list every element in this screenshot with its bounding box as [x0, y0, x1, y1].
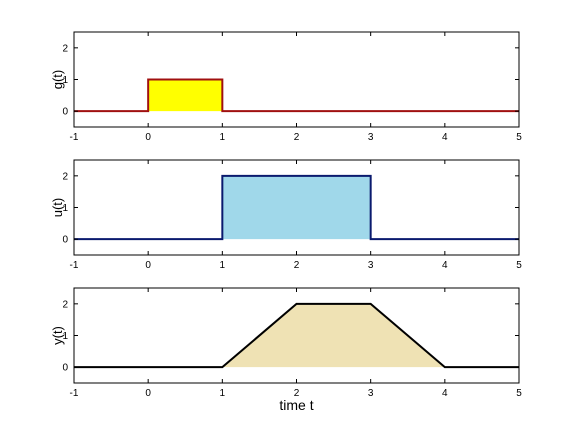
- y-tick-label: 1: [62, 203, 68, 214]
- x-tick-label: 4: [442, 132, 448, 143]
- x-tick-label: 4: [442, 388, 448, 399]
- x-tick-label: -1: [70, 388, 79, 399]
- x-tick-label: 5: [516, 260, 522, 271]
- x-tick-label: 1: [220, 132, 226, 143]
- y-tick-label: 0: [62, 363, 68, 374]
- y-axis-label: g(t): [50, 70, 65, 90]
- x-tick-label: -1: [70, 132, 79, 143]
- subplot-1: -1 0 1 2 3 4 5 0 1 2 g(t): [50, 31, 522, 143]
- x-tick-label: 2: [294, 260, 300, 271]
- x-tick-label: 0: [145, 260, 151, 271]
- x-tick-label: 5: [516, 132, 522, 143]
- series-fill-2: [222, 175, 371, 240]
- series-fill-1: [148, 79, 223, 112]
- x-tick-label: 3: [368, 388, 374, 399]
- x-tick-label: 4: [442, 260, 448, 271]
- x-tick-label: 2: [294, 132, 300, 143]
- y-tick-label: 2: [62, 43, 68, 54]
- series-line-3: [74, 302, 519, 369]
- subplot-3: -1 0 1 2 3 4 5 0 1 2 y(t) time t: [50, 287, 522, 413]
- x-tick-label: 0: [145, 132, 151, 143]
- y-tick-label: 0: [62, 107, 68, 118]
- x-tick-label: 1: [220, 388, 226, 399]
- y-axis-label: u(t): [50, 198, 65, 218]
- axes-frame-1: [73, 31, 520, 128]
- y-tick-label: 2: [62, 299, 68, 310]
- x-tick-label: 1: [220, 260, 226, 271]
- series-line-1: [74, 78, 519, 113]
- x-axis-label: time t: [279, 397, 313, 413]
- x-tick-label: 3: [368, 260, 374, 271]
- y-tick-label: 1: [62, 331, 68, 342]
- y-tick-label: 0: [62, 235, 68, 246]
- subplot-2: -1 0 1 2 3 4 5 0 1 2 u(t): [50, 159, 522, 271]
- y-axis-label: y(t): [50, 326, 65, 345]
- x-tick-label: 3: [368, 132, 374, 143]
- x-tick-label: -1: [70, 260, 79, 271]
- x-tick-label: 5: [516, 388, 522, 399]
- series-fill-3: [222, 303, 445, 368]
- y-tick-label: 1: [62, 75, 68, 86]
- x-tick-label: 0: [145, 388, 151, 399]
- y-tick-label: 2: [62, 171, 68, 182]
- x-tick-label: 2: [294, 388, 300, 399]
- series-line-2: [74, 174, 519, 241]
